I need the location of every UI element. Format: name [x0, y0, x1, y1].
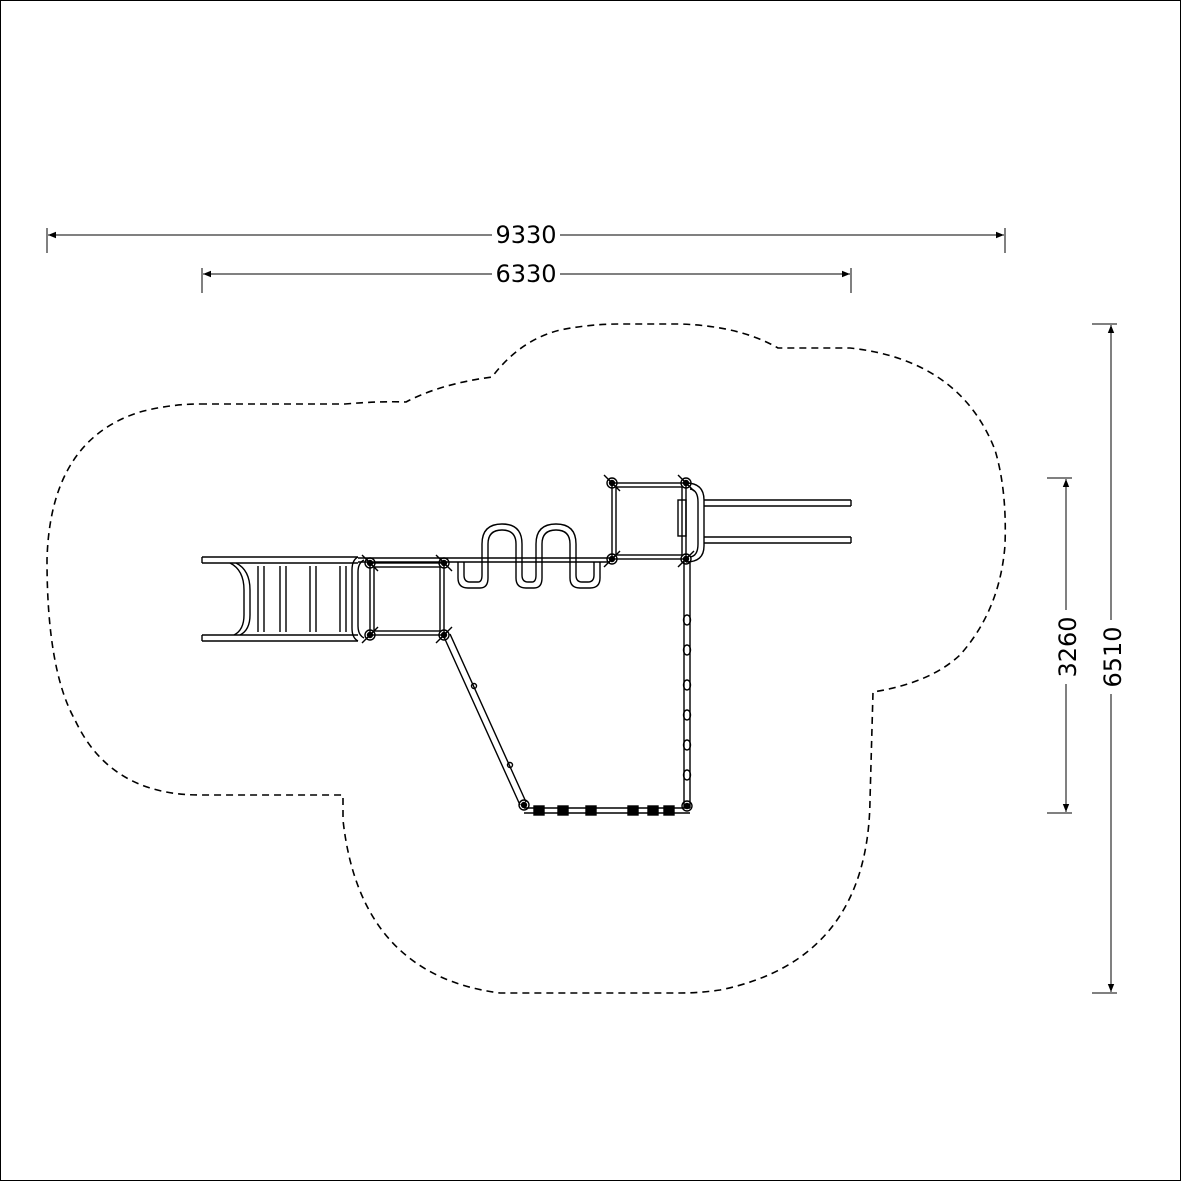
safety-zone-outline — [46, 323, 1007, 994]
dimension-label-equipment-depth: 3260 — [1054, 616, 1082, 677]
dimension-equipment-width: 6330 — [201, 260, 852, 293]
dimension-equipment-depth: 3260 — [1047, 477, 1082, 814]
dimension-label-overall-depth: 6510 — [1099, 626, 1127, 687]
wavy-climbing-bar — [457, 523, 601, 589]
horizontal-bars — [685, 482, 852, 563]
vertical-rail — [681, 562, 693, 812]
dimension-overall-depth: 6510 — [1092, 323, 1127, 994]
bottom-rail — [524, 805, 690, 816]
dimension-overall-width: 9330 — [46, 221, 1006, 253]
dimension-label-overall-width: 9330 — [495, 221, 556, 249]
play-equipment — [201, 474, 852, 816]
dimension-label-equipment-width: 6330 — [495, 260, 556, 288]
diagonal-rail — [443, 633, 530, 811]
ladder — [201, 556, 365, 642]
platform-left — [361, 554, 453, 644]
platform-right — [603, 474, 695, 568]
